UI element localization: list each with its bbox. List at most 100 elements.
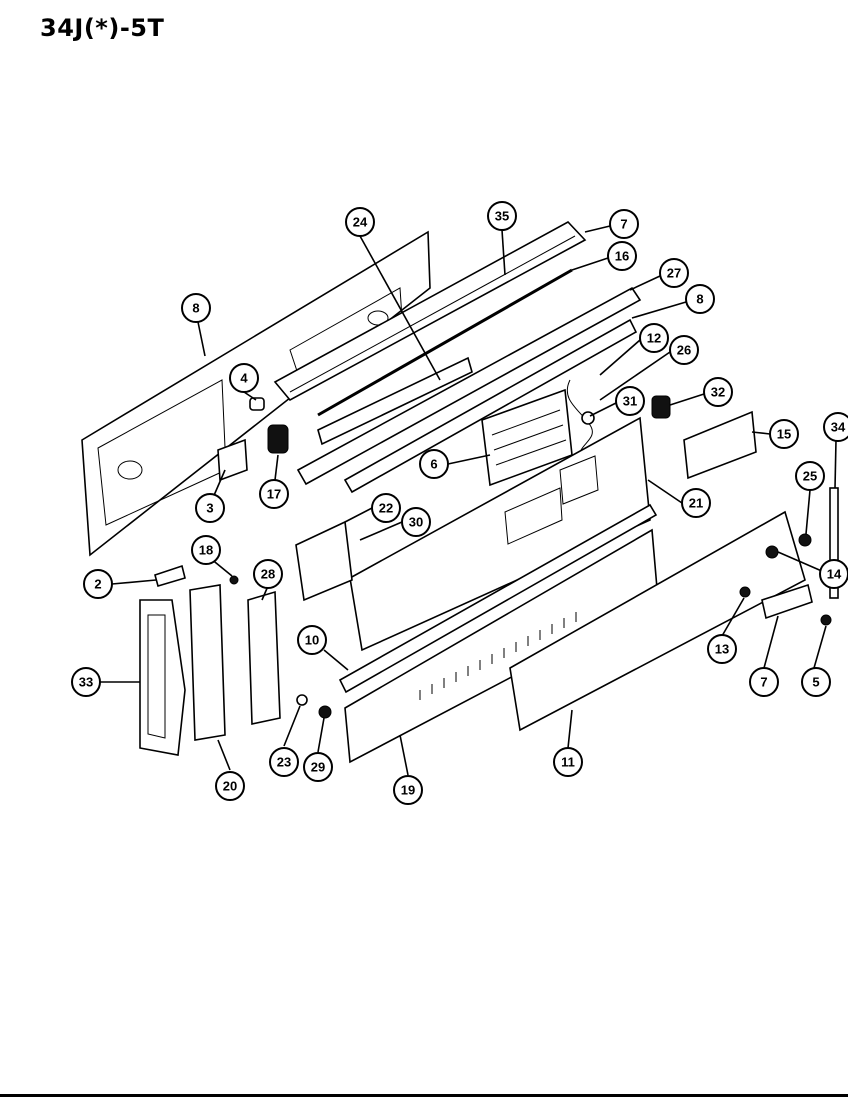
svg-text:17: 17: [267, 487, 281, 502]
svg-text:4: 4: [240, 371, 248, 386]
fitting-part: [249, 397, 265, 411]
knob-25-part: [798, 533, 812, 547]
rod-part: [317, 268, 573, 417]
svg-text:18: 18: [199, 543, 213, 558]
relay-board-part: [295, 520, 353, 602]
callout-28: 28: [253, 559, 283, 589]
callout-24: 24: [345, 207, 375, 237]
svg-text:35: 35: [495, 209, 509, 224]
callout-26: 26: [669, 335, 699, 365]
svg-text:11: 11: [561, 755, 575, 770]
callout-23: 23: [269, 747, 299, 777]
svg-text:20: 20: [223, 779, 237, 794]
callout-2: 2: [83, 569, 113, 599]
top-channel-part: [273, 221, 587, 402]
svg-text:31: 31: [623, 394, 637, 409]
callout-5: 5: [801, 667, 831, 697]
clip-2-part: [154, 564, 186, 587]
svg-text:34: 34: [831, 420, 846, 435]
wire-part: [567, 379, 593, 461]
knob-part: [267, 424, 289, 454]
callout-30: 30: [401, 507, 431, 537]
callout-12: 12: [639, 323, 669, 353]
svg-text:16: 16: [615, 249, 629, 264]
svg-text:27: 27: [667, 266, 681, 281]
callout-4: 4: [229, 363, 259, 393]
knob-29-part: [318, 705, 332, 719]
harness-strip-part: [317, 356, 473, 446]
svg-text:7: 7: [620, 217, 627, 232]
svg-text:21: 21: [689, 496, 703, 511]
callout-3: 3: [195, 493, 225, 523]
svg-text:7: 7: [760, 675, 767, 690]
trim-strip-part: [338, 503, 658, 694]
svg-text:12: 12: [647, 331, 661, 346]
callout-8-right: 8: [685, 284, 715, 314]
upper-bracket-part: [296, 286, 642, 494]
callout-13: 13: [707, 634, 737, 664]
callout-6: 6: [419, 449, 449, 479]
callout-18: 18: [191, 535, 221, 565]
callout-32: 32: [703, 377, 733, 407]
svg-text:30: 30: [409, 515, 423, 530]
end-cap-part: [139, 599, 186, 756]
svg-text:8: 8: [192, 301, 199, 316]
svg-text:28: 28: [261, 567, 275, 582]
leader-lines: [98, 225, 837, 776]
thermostat-knob-part: [651, 395, 671, 419]
callout-25: 25: [795, 461, 825, 491]
screw-5-part: [820, 614, 832, 626]
side-bracket-part: [189, 584, 226, 741]
svg-text:8: 8: [696, 292, 703, 307]
svg-text:10: 10: [305, 633, 319, 648]
knob-13-part: [739, 586, 751, 598]
svg-text:13: 13: [715, 642, 729, 657]
callout-22: 22: [371, 493, 401, 523]
callout-8-left: 8: [181, 293, 211, 323]
washer-23-part: [296, 694, 308, 706]
callout-10: 10: [297, 625, 327, 655]
svg-text:32: 32: [711, 385, 725, 400]
svg-text:14: 14: [827, 567, 842, 582]
svg-text:3: 3: [206, 501, 213, 516]
callout-31: 31: [615, 386, 645, 416]
callout-21: 21: [681, 488, 711, 518]
callout-7-bottom: 7: [749, 667, 779, 697]
glass-overlay-part: [509, 510, 806, 732]
grommet-31-part: [581, 411, 595, 425]
svg-text:25: 25: [803, 469, 817, 484]
callout-34: 34: [823, 412, 848, 442]
svg-text:29: 29: [311, 760, 325, 775]
callout-17: 17: [259, 479, 289, 509]
callout-27: 27: [659, 258, 689, 288]
svg-text:5: 5: [812, 675, 819, 690]
control-panel-part: [349, 416, 651, 652]
callout-7-top: 7: [609, 209, 639, 239]
badge-part: [761, 583, 813, 620]
callout-35: 35: [487, 201, 517, 231]
callout-11: 11: [553, 747, 583, 777]
bottom-rule: [0, 1094, 848, 1097]
callout-14: 14: [819, 559, 848, 589]
callout-15: 15: [769, 419, 799, 449]
svg-text:26: 26: [677, 343, 691, 358]
svg-text:23: 23: [277, 755, 291, 770]
callout-19: 19: [393, 775, 423, 805]
svg-text:22: 22: [379, 501, 393, 516]
callout-16: 16: [607, 241, 637, 271]
screw-18-part: [229, 575, 239, 585]
callout-20: 20: [215, 771, 245, 801]
svg-text:6: 6: [430, 457, 437, 472]
side-bracket-right-part: [247, 590, 281, 725]
callout-29: 29: [303, 752, 333, 782]
svg-text:2: 2: [94, 577, 101, 592]
svg-text:19: 19: [401, 783, 415, 798]
svg-text:24: 24: [353, 215, 368, 230]
callout-33: 33: [71, 667, 101, 697]
svg-text:33: 33: [79, 675, 93, 690]
edge-trim-part: [829, 487, 839, 599]
page-title: 34J(*)-5T: [40, 14, 165, 42]
switch-bracket-part: [683, 410, 757, 480]
svg-text:15: 15: [777, 427, 791, 442]
